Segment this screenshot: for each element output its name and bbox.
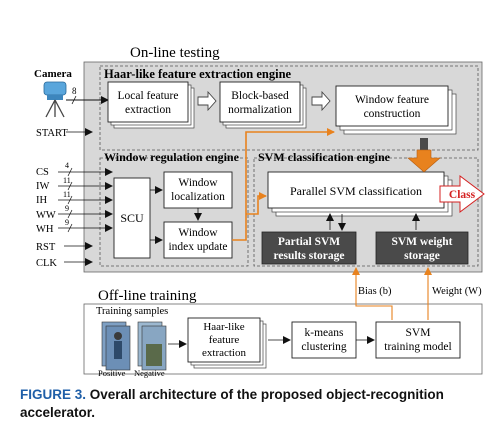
signal-wh-width: 9 — [65, 218, 69, 227]
camera-bus-width: 8 — [72, 86, 77, 96]
class-output-arrow — [439, 175, 485, 213]
feature-to-svm-arrow — [407, 149, 441, 173]
index-to-feature-path — [232, 128, 335, 241]
flow-arrow-2 — [311, 90, 331, 112]
local-feature-extraction-block: Local feature extraction — [107, 81, 195, 129]
haar-engine-region — [99, 65, 479, 151]
window-index-line2: index update — [168, 241, 227, 253]
signal-wh-label: WH — [36, 224, 54, 235]
signal-iw-width: 11 — [63, 176, 71, 185]
index-to-svm-path — [246, 192, 267, 215]
negative-label: Negative — [134, 368, 165, 378]
window-localization-line1: Window — [178, 177, 218, 189]
window-feature-line2: construction — [364, 108, 421, 120]
signal-cs-label: CS — [36, 167, 49, 178]
parallel-svm-block: Parallel SVM classification — [267, 171, 453, 217]
partial-svm-line2: results storage — [273, 250, 344, 262]
haar-engine-title: Haar-like feature extraction engine — [104, 67, 292, 81]
kmeans-line1: k-means — [305, 327, 344, 339]
window-localization-line2: localization — [171, 191, 225, 203]
camera-icon — [43, 81, 67, 118]
flow-arrow-1 — [197, 90, 217, 112]
signal-rst-label: RST — [36, 242, 56, 253]
bias-label: Bias (b) — [358, 286, 392, 297]
signal-cs-width: 4 — [65, 161, 69, 170]
input-signals: CS 4 IW 11 IH 11 WW 9 WH 9 RST CLK — [36, 161, 113, 269]
bias-path — [352, 267, 393, 320]
kmeans-block — [291, 321, 357, 359]
block-normalization-block: Block-based normalization — [219, 81, 307, 129]
signal-ww-width: 9 — [65, 204, 69, 213]
signal-clk-label: CLK — [36, 258, 57, 269]
window-feature-construction-block: Window feature construction — [335, 85, 457, 135]
offline-haar-line2: feature — [209, 334, 240, 346]
partial-svm-storage-block — [261, 231, 357, 265]
scu-label: SCU — [120, 211, 144, 225]
figure-caption-text: Overall architecture of the proposed obj… — [20, 387, 444, 420]
offline-haar-line3: extraction — [202, 347, 246, 359]
svm-weight-storage-block — [375, 231, 469, 265]
signal-ww-label: WW — [36, 210, 56, 221]
svm-weight-line1: SVM weight — [391, 236, 452, 248]
svm-weight-line2: storage — [404, 250, 440, 262]
positive-label: Positive — [98, 368, 126, 378]
signal-start-label: START — [36, 128, 68, 139]
signal-iw-label: IW — [36, 181, 49, 192]
svm-training-line1: SVM — [406, 327, 431, 339]
camera-bus-slash — [71, 95, 77, 105]
class-label: Class — [449, 189, 476, 201]
window-index-update-block — [163, 221, 233, 259]
partial-svm-line1: Partial SVM — [278, 236, 340, 248]
weight-label: Weight (W) — [432, 286, 482, 297]
svm-engine-region — [253, 157, 479, 267]
offline-haar-extraction-block: Haar-like feature extraction — [187, 317, 267, 369]
normalization-line2: normalization — [228, 104, 292, 116]
offline-haar-line1: Haar-like — [203, 321, 244, 333]
figure-number: FIGURE 3. — [20, 387, 87, 402]
window-index-line1: Window — [178, 227, 218, 239]
kmeans-line2: clustering — [301, 341, 347, 353]
offline-training-title: Off-line training — [98, 288, 197, 304]
window-regulation-region — [99, 157, 249, 267]
window-feature-line1: Window feature — [355, 94, 429, 106]
feature-buffer — [420, 138, 428, 150]
figure-caption: FIGURE 3. Overall architecture of the pr… — [20, 386, 480, 422]
window-regulation-title: Window regulation engine — [104, 150, 240, 164]
local-feature-line1: Local feature — [118, 90, 179, 102]
local-feature-line2: extraction — [125, 104, 171, 116]
svm-training-model-block — [375, 321, 461, 359]
signal-ih-label: IH — [36, 195, 47, 206]
online-testing-title: On-line testing — [130, 45, 220, 61]
window-localization-block — [163, 171, 233, 209]
svm-training-line2: training model — [384, 341, 451, 353]
camera-label: Camera — [34, 68, 72, 80]
normalization-line1: Block-based — [231, 90, 289, 102]
parallel-svm-label: Parallel SVM classification — [290, 184, 422, 198]
svm-engine-title: SVM classification engine — [258, 150, 391, 164]
training-sample-images — [101, 321, 167, 371]
signal-ih-width: 11 — [63, 190, 71, 199]
scu-block — [113, 177, 151, 259]
training-samples-label: Training samples — [96, 306, 168, 317]
